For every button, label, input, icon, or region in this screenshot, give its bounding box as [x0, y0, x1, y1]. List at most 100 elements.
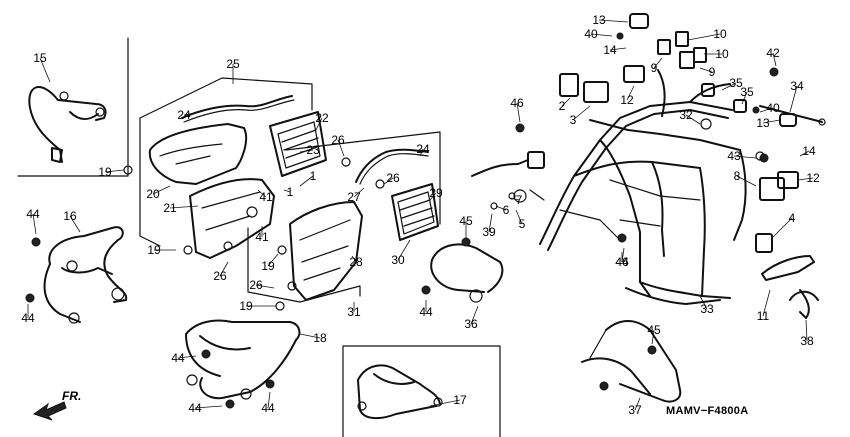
part-28-cover [289, 201, 363, 301]
callout-leader [733, 155, 757, 159]
callout-leader [771, 217, 793, 239]
callout-label: 24 [177, 108, 191, 122]
callout-leader [177, 355, 197, 359]
front-direction-arrow [32, 401, 67, 421]
callout-label: 43 [727, 149, 741, 163]
callout-leader [759, 107, 774, 113]
callout-label: 40 [584, 27, 598, 41]
callout-leader [257, 189, 267, 198]
part-5-harness [471, 151, 545, 203]
callout-label: 34 [790, 79, 804, 93]
bolts [25, 32, 779, 409]
callout-leader [299, 333, 321, 339]
part-33-bar [625, 287, 721, 305]
callout-leader [699, 295, 708, 310]
callout-leader [337, 139, 345, 157]
callout-label: 19 [239, 299, 253, 313]
divider-front-left [17, 37, 129, 177]
callout-label: 45 [459, 214, 473, 228]
divider-bottom-box [342, 345, 501, 437]
callout-leader [789, 85, 798, 113]
callout-leader [762, 289, 771, 317]
callout-label: 40 [766, 101, 780, 115]
callout-leader [572, 105, 591, 121]
part-18-guard [185, 319, 301, 400]
callout-label: 46 [510, 96, 524, 110]
callout-label: 12 [806, 171, 820, 185]
callout-label: 35 [729, 76, 743, 90]
callout-leader [470, 305, 479, 325]
callout-leader [515, 209, 523, 225]
callout-label: 32 [679, 108, 693, 122]
callout-label: 41 [259, 190, 273, 204]
callout-label: 10 [713, 27, 727, 41]
callout-label: 39 [482, 225, 496, 239]
callout-leader [799, 150, 810, 157]
callout-leader [397, 239, 411, 261]
part-15-guard [28, 86, 107, 163]
assembly-brackets [139, 77, 441, 303]
callout-label: 26 [331, 133, 345, 147]
callout-leader [315, 117, 323, 131]
callout-label: 42 [766, 46, 780, 60]
callout-label: 37 [628, 403, 642, 417]
callout-leader [267, 253, 279, 267]
callout-label: 35 [740, 85, 754, 99]
part-22-23-filter [269, 111, 327, 177]
callout-leader [685, 114, 701, 125]
callout-leader [351, 255, 357, 263]
callout-label: 22 [315, 111, 329, 125]
part-16-guard [43, 226, 128, 324]
callout-label: 13 [592, 13, 606, 27]
callout-leader [741, 91, 748, 105]
callout-leader [283, 189, 291, 193]
callout-leader [516, 102, 521, 123]
callout-label: 3 [570, 113, 577, 127]
part-29-30-filter [391, 183, 439, 241]
part-17-guard [357, 364, 443, 420]
callout-leader [429, 192, 437, 201]
callout-label: 12 [620, 93, 634, 107]
callout-leader [797, 177, 814, 181]
callout-leader [183, 111, 201, 116]
callout-leader [32, 213, 37, 235]
callout-label: 19 [261, 259, 275, 273]
small-parts [559, 13, 819, 319]
callout-label: 44 [26, 207, 40, 221]
callout-leader [590, 33, 613, 37]
part-20-cover [148, 123, 248, 185]
callout-leader [152, 185, 171, 195]
callout-label: 44 [21, 311, 35, 325]
callout-label: 38 [800, 334, 814, 348]
callout-leader [687, 33, 721, 41]
callout-label: 21 [163, 201, 177, 215]
callout-leader [495, 205, 507, 211]
callout-label: 16 [63, 209, 77, 223]
callout-label: 17 [453, 393, 467, 407]
callout-label: 20 [146, 187, 160, 201]
callout-leader [169, 205, 199, 209]
callout-label: 31 [347, 305, 361, 319]
callout-leader [598, 19, 629, 23]
callout-leader [267, 391, 271, 409]
callout-label: 44 [419, 305, 433, 319]
diagram-code: MAMV−F4800A [666, 405, 748, 417]
callout-leader [651, 329, 655, 345]
callout-label: 7 [516, 193, 523, 207]
callout-label: 27 [347, 190, 361, 204]
callout-label: 18 [313, 331, 327, 345]
callout-leader [299, 175, 314, 187]
callout-leader [383, 177, 394, 185]
callout-label: 26 [249, 278, 263, 292]
callout-label: 29 [429, 186, 443, 200]
part-24-tubes [181, 95, 429, 185]
callout-label: 44 [188, 401, 202, 415]
callout-leader [626, 85, 635, 101]
callout-label: 14 [802, 144, 816, 158]
callout-leader [561, 97, 571, 107]
callout-leader [736, 175, 757, 187]
callout-leader [255, 284, 275, 289]
callout-label: 28 [349, 255, 363, 269]
